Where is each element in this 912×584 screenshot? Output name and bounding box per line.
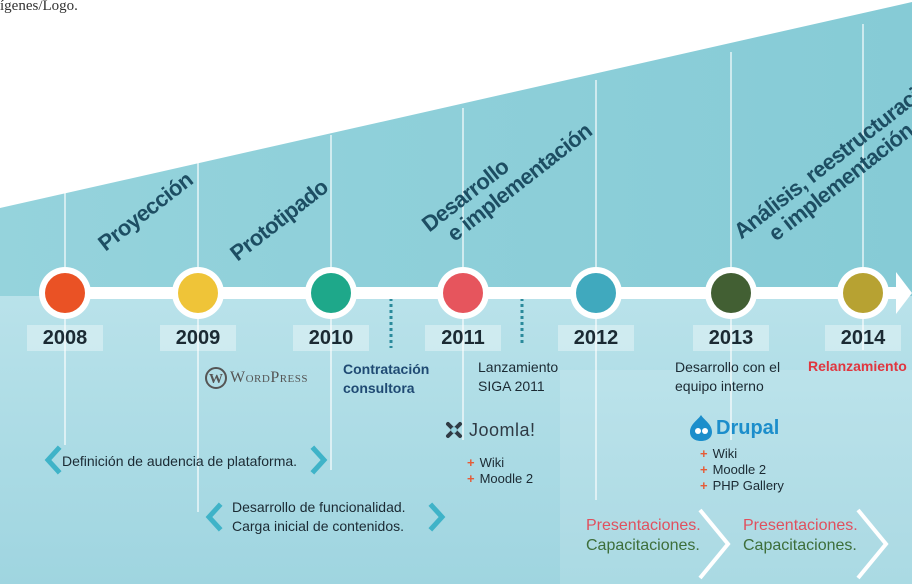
milestone-lanzamiento: Lanzamiento SIGA 2011 <box>478 359 559 394</box>
milestone-desarrollo-equipo: Desarrollo con el equipo interno <box>675 359 781 394</box>
range-audiencia: Definición de audencia de plataforma. <box>62 453 298 469</box>
milestone-dot-2013 <box>711 273 751 313</box>
joomla-list: +Wiki +Moodle 2 <box>467 455 533 487</box>
chevron-left-icon <box>44 445 62 475</box>
wordpress-text: WordPress <box>230 369 309 386</box>
chevron-right-icon <box>310 445 328 475</box>
list-item: +Wiki <box>467 455 505 470</box>
svg-text:W: W <box>209 372 223 387</box>
joomla-logo: Joomla! <box>443 419 536 441</box>
drupal-logo: Drupal <box>688 414 779 442</box>
list-item: +Moodle 2 <box>700 462 767 477</box>
chevron-right-icon <box>428 502 446 532</box>
caption-text: ígenes/Logo. <box>0 0 78 14</box>
milestone-dot-2012 <box>576 273 616 313</box>
milestone-dot-2009 <box>178 273 218 313</box>
presentaciones-2: Presentaciones. Capacitaciones. <box>743 517 858 554</box>
dotted-markers <box>389 298 524 348</box>
year-label: 2014 <box>825 325 901 351</box>
drupal-list: +Wiki +Moodle 2 +PHP Gallery <box>700 446 784 494</box>
lower-band <box>0 296 912 584</box>
wordpress-icon: W <box>205 367 227 389</box>
list-item: +Wiki <box>700 446 738 461</box>
presentaciones-1: Presentaciones. Capacitaciones. <box>586 517 701 554</box>
milestone-dot-2014 <box>843 273 883 313</box>
drupal-text: Drupal <box>716 416 780 439</box>
milestone-relanzamiento: Relanzamiento <box>808 358 907 374</box>
milestone-dot-2010 <box>311 273 351 313</box>
chevron-right-icon <box>698 508 731 580</box>
timeline-arrow <box>896 272 912 314</box>
milestone-dot-2008 <box>45 273 85 313</box>
chevron-left-icon <box>205 502 223 532</box>
year-label: 2013 <box>693 325 769 351</box>
drupal-icon <box>690 415 712 441</box>
joomla-text: Joomla! <box>469 419 536 440</box>
year-label: 2008 <box>27 325 103 351</box>
milestone-dot-2011 <box>443 273 483 313</box>
joomla-icon <box>446 422 462 438</box>
year-label: 2009 <box>160 325 236 351</box>
year-label: 2010 <box>293 325 369 351</box>
milestone-contratacion: Contratación consultora <box>343 361 430 396</box>
wordpress-logo: W WordPress <box>205 367 308 389</box>
year-label: 2012 <box>558 325 634 351</box>
range-funcionalidad: Desarrollo de funcionalidad. Carga inici… <box>232 499 406 534</box>
upper-band <box>0 2 912 296</box>
list-item: +PHP Gallery <box>700 478 784 493</box>
list-item: +Moodle 2 <box>467 471 534 486</box>
year-label: 2011 <box>425 325 501 351</box>
chevron-right-icon <box>856 508 889 580</box>
